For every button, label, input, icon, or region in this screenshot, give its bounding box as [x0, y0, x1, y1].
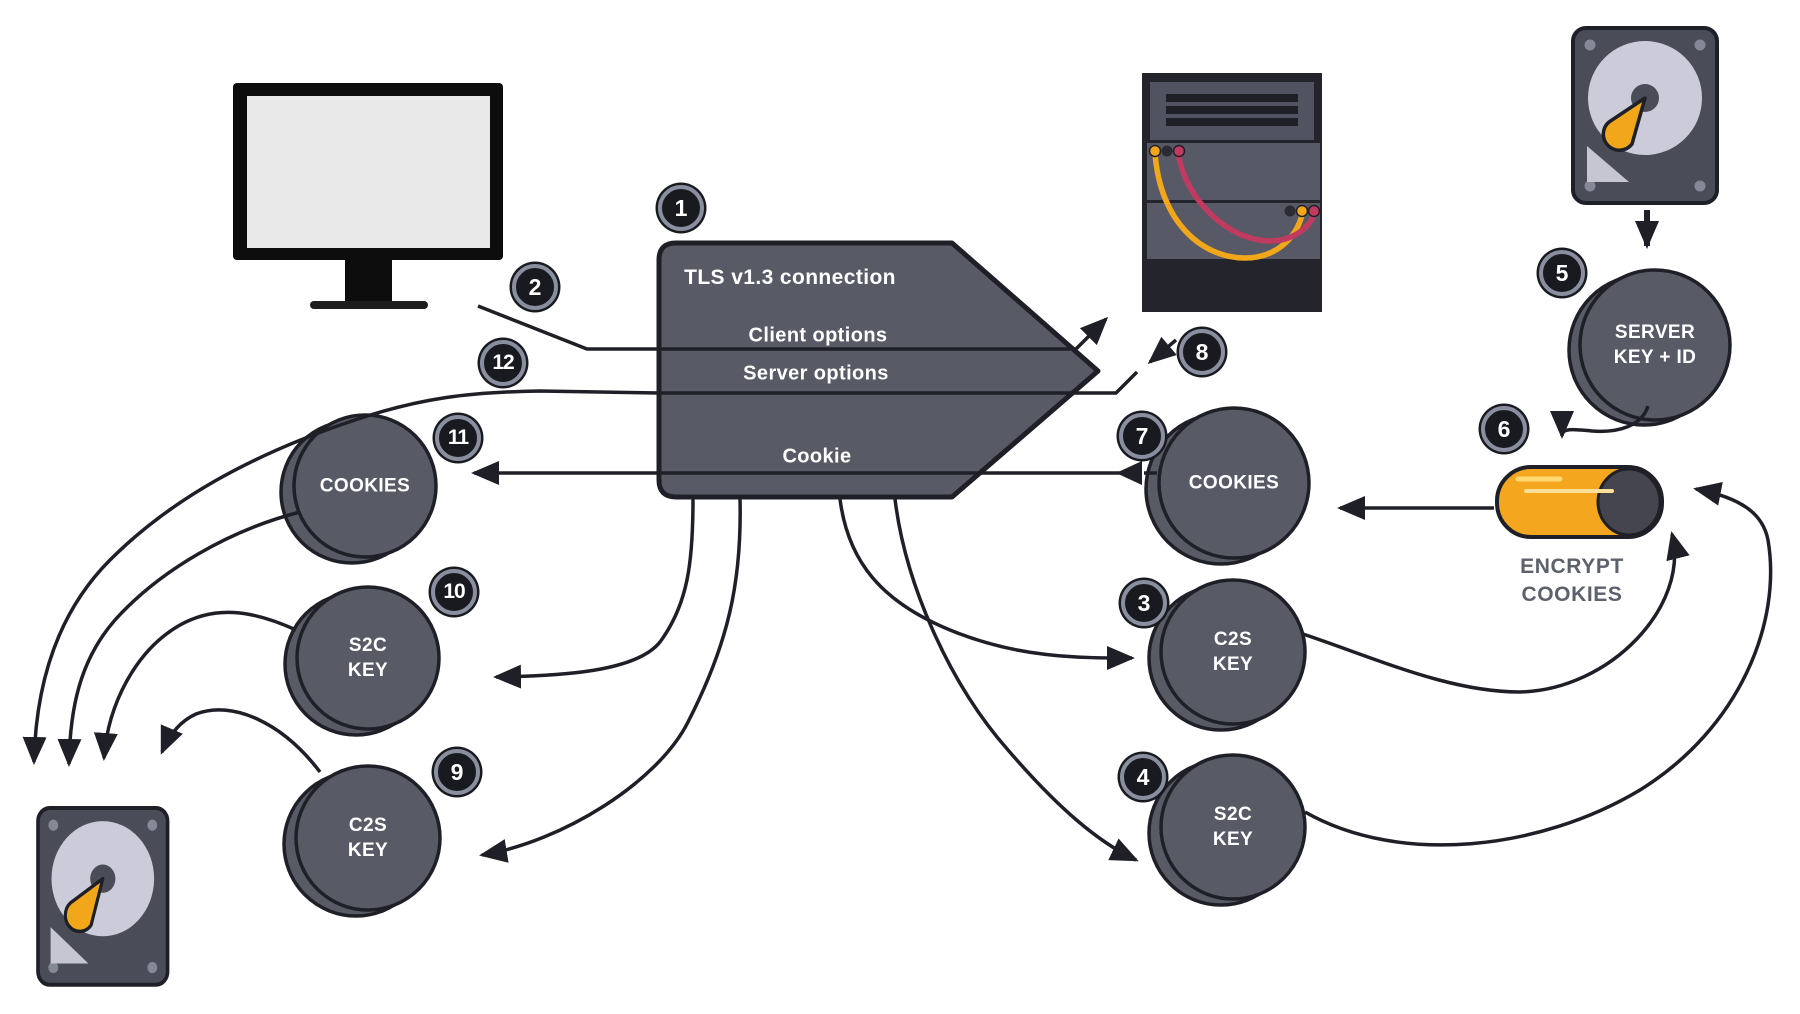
server-key-id-label: SERVER KEY + ID [1613, 322, 1697, 368]
step-badge-12: 12 [480, 340, 526, 386]
cookie-mid-arrowhead [1116, 461, 1142, 485]
arrow-to-client-s2c [493, 498, 695, 689]
arrow-options-to-disk [22, 389, 661, 765]
hard-drive-icon-server [1571, 26, 1719, 205]
arrow-client-options-to-server [1073, 316, 1109, 352]
client-c2s-label: C2S KEY [347, 815, 389, 861]
server-c2s-circle [1147, 578, 1307, 732]
server-cookies-label: COOKIES [1188, 472, 1280, 494]
hard-drive-icon-client [38, 808, 168, 985]
step-badge-5: 5 [1539, 250, 1585, 296]
step-badge-1: 1 [658, 185, 704, 231]
arrow-s2c-to-encrypt [1304, 482, 1773, 847]
flow-arrows [22, 210, 1773, 863]
monitor-icon [233, 83, 503, 309]
client-cookies-label: COOKIES [319, 475, 411, 497]
arrow-c2s-to-encrypt [1302, 531, 1690, 694]
arrow-cookies-to-disk [57, 510, 301, 767]
server-rack-icon [1142, 73, 1322, 312]
tls-connection-title: TLS v1.3 connection [684, 266, 896, 289]
arrow-c2s-to-disk [160, 708, 322, 774]
tls-connection-shape [656, 240, 1101, 500]
step-badge-3: 3 [1121, 580, 1167, 626]
server-key-id-circle [1567, 268, 1732, 427]
server-c2s-label: C2S KEY [1212, 629, 1254, 675]
arrow-key-to-encrypt [1550, 405, 1650, 439]
arrow-client-options-in [477, 304, 1075, 351]
server-cookies-circle [1144, 406, 1311, 566]
arrow-to-server-s2c [893, 498, 1139, 862]
step-badge-6: 6 [1481, 406, 1527, 452]
arrow-server-options-in [1147, 336, 1178, 364]
step-badge-9: 9 [434, 749, 480, 795]
server-s2c-circle [1147, 753, 1307, 907]
arrow-to-server-c2s [838, 498, 1135, 670]
client-s2c-circle [283, 585, 441, 737]
step-badge-8: 8 [1179, 329, 1225, 375]
server-options-label: Server options [743, 362, 889, 385]
cookie-label: Cookie [782, 445, 852, 468]
encrypt-cylinder-icon [1495, 465, 1664, 539]
step-badge-11: 11 [435, 415, 481, 461]
step-badge-10: 10 [431, 569, 477, 615]
client-c2s-circle [282, 764, 442, 918]
client-options-label: Client options [748, 324, 888, 347]
step-badge-4: 4 [1120, 754, 1166, 800]
encrypt-cookies-label: ENCRYPT COOKIES [1520, 555, 1624, 606]
step-badge-2: 2 [512, 264, 558, 310]
client-s2c-label: S2C KEY [347, 635, 389, 681]
arrow-s2c-to-disk [93, 610, 297, 761]
server-s2c-label: S2C KEY [1212, 804, 1254, 850]
arrow-to-client-c2s [479, 498, 742, 863]
line-server-options [660, 370, 1139, 395]
step-badge-7: 7 [1119, 413, 1165, 459]
